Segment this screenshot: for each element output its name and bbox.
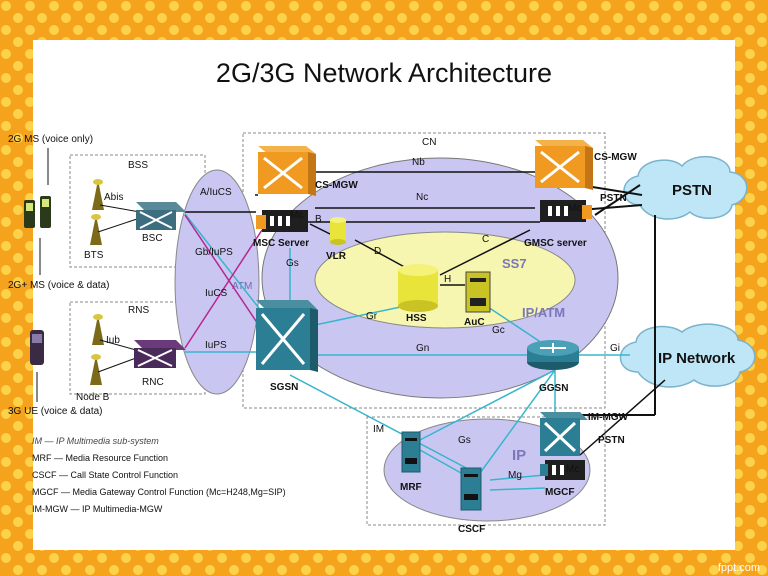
h-label: H <box>444 274 451 285</box>
iups-label: IuPS <box>205 340 227 351</box>
sgsn-switch-icon <box>256 300 318 372</box>
atm-access-ellipse <box>174 169 260 395</box>
im-mgw-label: IM-MGW <box>588 412 629 423</box>
gmsc-server-icon <box>540 200 592 222</box>
msc-server-label: MSC Server <box>253 238 309 249</box>
rnc-switch-icon <box>134 340 186 368</box>
nb-label: Nb <box>412 157 425 168</box>
legend-im-mgw: IM-MGW — IP Multimedia-MGW <box>32 504 163 514</box>
ip-subsystem-label: IM <box>373 424 384 435</box>
iub-link-2 <box>97 357 137 373</box>
rns-region-label: RNS <box>128 305 149 316</box>
hss-database-icon <box>398 264 438 312</box>
ip-subsystem-ellipse <box>383 418 591 522</box>
ip-label: IP <box>512 447 526 464</box>
im-mgw-switch-icon <box>540 412 588 456</box>
sgsn-label: SGSN <box>270 382 298 393</box>
vlr-label: VLR <box>326 251 347 262</box>
iub-label: Iub <box>106 335 120 346</box>
ms-2g-label: 2G MS (voice only) <box>8 134 93 145</box>
mc-right-label: Mc <box>568 203 581 214</box>
auc-server-icon <box>465 271 491 313</box>
cs-mgw-left-icon <box>258 146 316 196</box>
bsc-switch-icon <box>136 202 186 230</box>
ggsn-router-icon <box>527 340 579 370</box>
ggsn-label: GGSN <box>539 383 568 394</box>
gs-label: Gs <box>286 258 299 269</box>
gb-iups-label: Gb/IuPS <box>195 247 233 258</box>
pstn-link-im-label: PSTN <box>598 435 625 446</box>
legend-im: IM — IP Multimedia sub-system <box>32 436 159 446</box>
a-iucs-label: A/IuCS <box>200 187 232 198</box>
legend-mgcf: MGCF — Media Gateway Control Function (M… <box>32 487 286 497</box>
gmsc-server-label: GMSC server <box>524 238 587 249</box>
mgcf-label: MGCF <box>545 487 574 498</box>
b-label: B <box>315 214 322 225</box>
bts-label: BTS <box>84 250 104 261</box>
nc-label: Nc <box>416 192 428 203</box>
cs-mgw-right-label: CS-MGW <box>594 152 637 163</box>
abis-link <box>99 204 141 213</box>
bss-region-label: BSS <box>128 160 148 171</box>
abis-label: Abis <box>104 192 123 203</box>
abis-link-2 <box>97 217 141 233</box>
pstn-cloud-label: PSTN <box>672 182 712 199</box>
d-label: D <box>374 246 381 257</box>
legend-cscf: CSCF — Call State Control Function <box>32 470 179 480</box>
gr-label: Gr <box>366 311 378 322</box>
msc-server-icon <box>256 210 308 232</box>
mc-left-label: Mc <box>290 210 303 221</box>
cs-mgw-right-icon <box>535 140 593 190</box>
cscf-server-icon <box>460 467 482 511</box>
ip-network-cloud: IP Network <box>619 323 756 388</box>
gi-label: Gi <box>610 343 620 354</box>
ss7-ellipse <box>314 231 576 329</box>
pstn-link-top-label: PSTN <box>600 193 627 204</box>
mg-label: Mg <box>508 470 522 481</box>
bts-antenna-icon <box>90 179 104 245</box>
node-b-antenna-icon <box>90 314 104 385</box>
ip-atm-label: IP/ATM <box>522 305 565 320</box>
mc-im-label: Mc <box>566 464 579 475</box>
vlr-database-icon <box>330 217 346 245</box>
mgcf-server-icon <box>540 460 585 480</box>
cn-region-label: CN <box>422 137 436 148</box>
legend-mrf: MRF — Media Resource Function <box>32 453 169 463</box>
auc-label: AuC <box>464 317 485 328</box>
cs-mgw-left-label: CS-MGW <box>315 180 358 191</box>
ue-3g-label: 3G UE (voice & data) <box>8 406 102 417</box>
rnc-label: RNC <box>142 377 164 388</box>
cscf-label: CSCF <box>458 524 485 535</box>
ms-2g-plus-label: 2G+ MS (voice & data) <box>8 280 109 291</box>
c-label: C <box>482 234 489 245</box>
slide-title: 2G/3G Network Architecture <box>215 58 553 88</box>
hss-label: HSS <box>406 313 427 324</box>
ip-network-cloud-label: IP Network <box>658 350 736 367</box>
mobile-phones-2g-icon <box>24 196 51 228</box>
pstn-cloud: PSTN <box>623 155 748 220</box>
iub-link <box>99 339 137 351</box>
ss7-label: SS7 <box>502 256 527 271</box>
bsc-label: BSC <box>142 233 163 244</box>
ue-3g-phone-icon <box>30 330 44 365</box>
mrf-label: MRF <box>400 482 422 493</box>
gs-ip-label: Gs <box>458 435 471 446</box>
gc-label: Gc <box>492 325 505 336</box>
iucs-label: IuCS <box>205 288 228 299</box>
mrf-server-icon <box>401 431 421 473</box>
gn-label: Gn <box>416 343 429 354</box>
footer-brand: fppt.com <box>717 562 760 574</box>
node-b-label: Node B <box>76 392 110 403</box>
ip-subsystem-region <box>366 416 606 526</box>
